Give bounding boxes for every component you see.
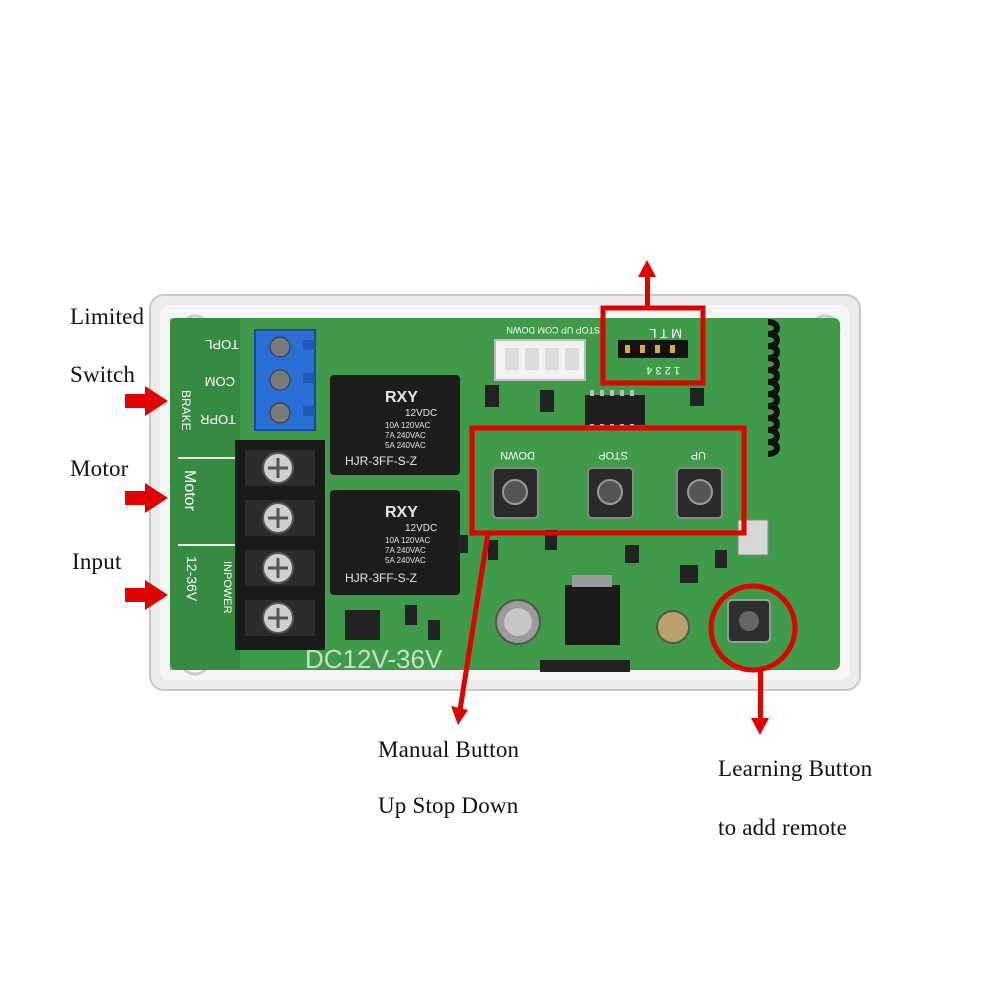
relay-bottom-spec: 5A 240VAC [385,556,426,565]
callout-limited: Limited [70,304,145,329]
limit-switch-arrow [125,386,168,416]
jumper-header [618,340,688,358]
relay-top-spec: 7A 240VAC [385,431,426,440]
capacitor-small [656,610,690,644]
callout-manual-button: Manual Button [378,737,520,762]
callout-up-stop-down: Up Stop Down [378,793,519,818]
relay-top [330,375,460,475]
manual-buttons [492,467,723,519]
jumper-highlight-box [600,305,706,386]
silk-motor: Motor [181,470,198,512]
relay-bottom-model: HJR-3FF-S-Z [345,571,417,585]
terminal-screw [269,336,291,358]
manual-button-down-arrow [451,532,491,725]
callout-add-remote: to add remote [718,815,848,840]
jumper-up-arrow [638,260,656,310]
btn-stop-label: STOP [598,449,628,461]
manual-buttons-highlight-box [469,425,747,536]
terminal-screw [269,402,291,424]
terminal-screw [269,369,291,391]
callout-input: Input [72,549,122,574]
silk-topr: TOPR [200,412,236,427]
silk-com: COM [205,374,235,389]
relay-top-spec: 10A 120VAC [385,421,430,430]
learning-button-down-arrow [751,670,769,735]
jumper-numbers: 1 2 3 4 [646,364,680,376]
silk-brake: BRAKE [179,390,193,431]
learning-button-highlight-circle [708,583,798,673]
silk-topl: TOPL [205,337,239,352]
silk-inpower: INPOWER [221,561,233,614]
voltage-regulator [565,585,620,645]
callout-motor: Motor [70,456,129,481]
relay-top-brand: RXY [385,389,418,406]
relay-bottom-spec: 10A 120VAC [385,536,430,545]
motor-arrow [125,483,168,513]
silk-dc: DC12V-36V [305,644,443,674]
relay-bottom-spec: 12VDC [405,523,437,534]
ic-chip [585,395,645,425]
btn-down-label: DOWN [500,449,535,461]
relay-bottom-spec: 7A 240VAC [385,546,426,555]
callout-switch: Switch [70,362,136,387]
callout-learning-button: Learning Button [718,756,873,781]
jumper-letters: M T L [649,326,682,341]
input-arrow [125,580,168,610]
relay-bottom [330,490,460,595]
relay-top-model: HJR-3FF-S-Z [345,454,417,468]
silk-voltage: 12-36V [184,556,200,602]
relay-bottom-brand: RXY [385,504,418,521]
relay-top-spec: 5A 240VAC [385,441,426,450]
relay-top-spec: 12VDC [405,408,437,419]
btn-up-label: UP [691,449,706,461]
antenna-coil [767,319,780,457]
header-label: STOP UP COM DOWN [506,325,600,335]
